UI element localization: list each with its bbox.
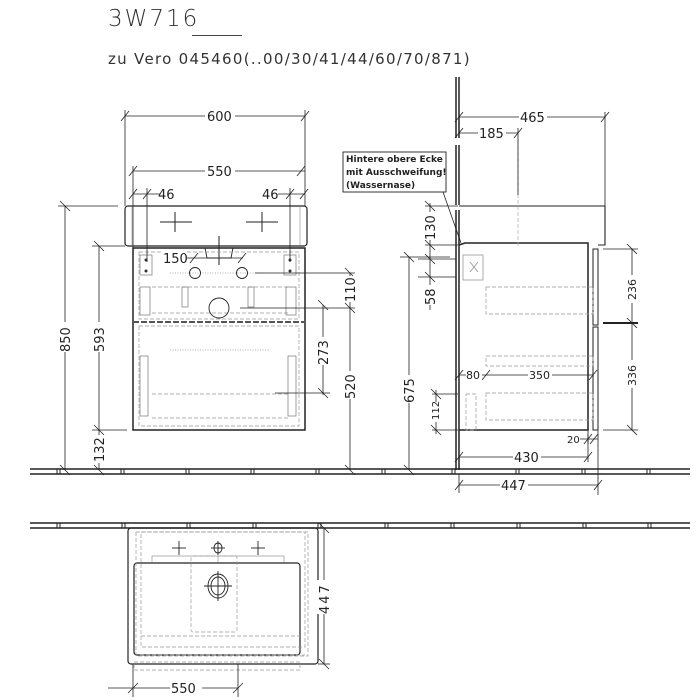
front-view: 600 550 46 46 150 850 593 132 110 273 52… [58,109,359,476]
note-line-2: mit Ausschweifung! [346,168,447,178]
model-code: 3W716 [108,6,200,32]
dim-lower-drawer-height: 336 [626,365,639,386]
dim-inner-width: 550 [207,165,232,180]
dim-tap-spacing: 150 [163,252,188,267]
dim-top-drawer-offset: 110 [344,277,359,302]
dim-bottom-offset: 112 [431,401,442,420]
side-view: Hintere obere Ecke mit Ausschweifung! (W… [342,77,639,495]
model-code-underline [192,35,242,36]
wall-line [455,77,460,470]
pipe-hole-icon [189,267,248,319]
basin-bowl [133,562,301,656]
hinge-bracket-icon [139,254,297,417]
dim-floor-clearance: 132 [93,437,108,462]
tap-hole-icon [160,212,278,265]
drain-icon [204,571,232,601]
basin-outline [124,205,308,247]
dim-right-offset: 46 [262,188,279,203]
note-line-1: Hintere obere Ecke [346,155,443,165]
dim-basin-height: 130 [424,215,439,240]
dim-drawer-depth: 350 [529,369,550,382]
dim-overall-height: 675 [403,378,418,403]
cabinet-body [132,247,306,431]
dim-top-width: 550 [171,682,196,697]
dim-total-height: 850 [59,327,74,352]
compatibility-note: zu Vero 045460(..00/30/41/44/60/70/871) [108,50,471,68]
dim-drawer-floor-height: 520 [344,374,359,399]
dim-front-panel: 20 [567,435,580,446]
dim-cabinet-height: 593 [93,327,108,352]
note-box [342,151,447,193]
dim-drawer-inset: 80 [466,369,480,382]
dim-top-depth: 447 [318,583,333,614]
hinge-bracket-icon [462,254,484,281]
dim-total-cabinet-depth: 447 [501,479,526,494]
top-view: 447 550 [30,522,690,697]
dim-drawer-gap: 58 [424,288,439,305]
dim-cabinet-depth: 430 [514,451,539,466]
tap-hole-icon [172,541,265,555]
dim-tap-depth: 185 [479,127,504,142]
cabinet-side [458,242,589,431]
dim-left-offset: 46 [158,188,175,203]
dim-total-depth: 465 [520,111,545,126]
floor-line [30,468,690,475]
dim-total-width: 600 [207,110,232,125]
dim-drawer-height: 273 [317,340,332,365]
dim-upper-drawer-height: 236 [626,279,639,300]
note-line-3: (Wassernase) [346,181,415,191]
